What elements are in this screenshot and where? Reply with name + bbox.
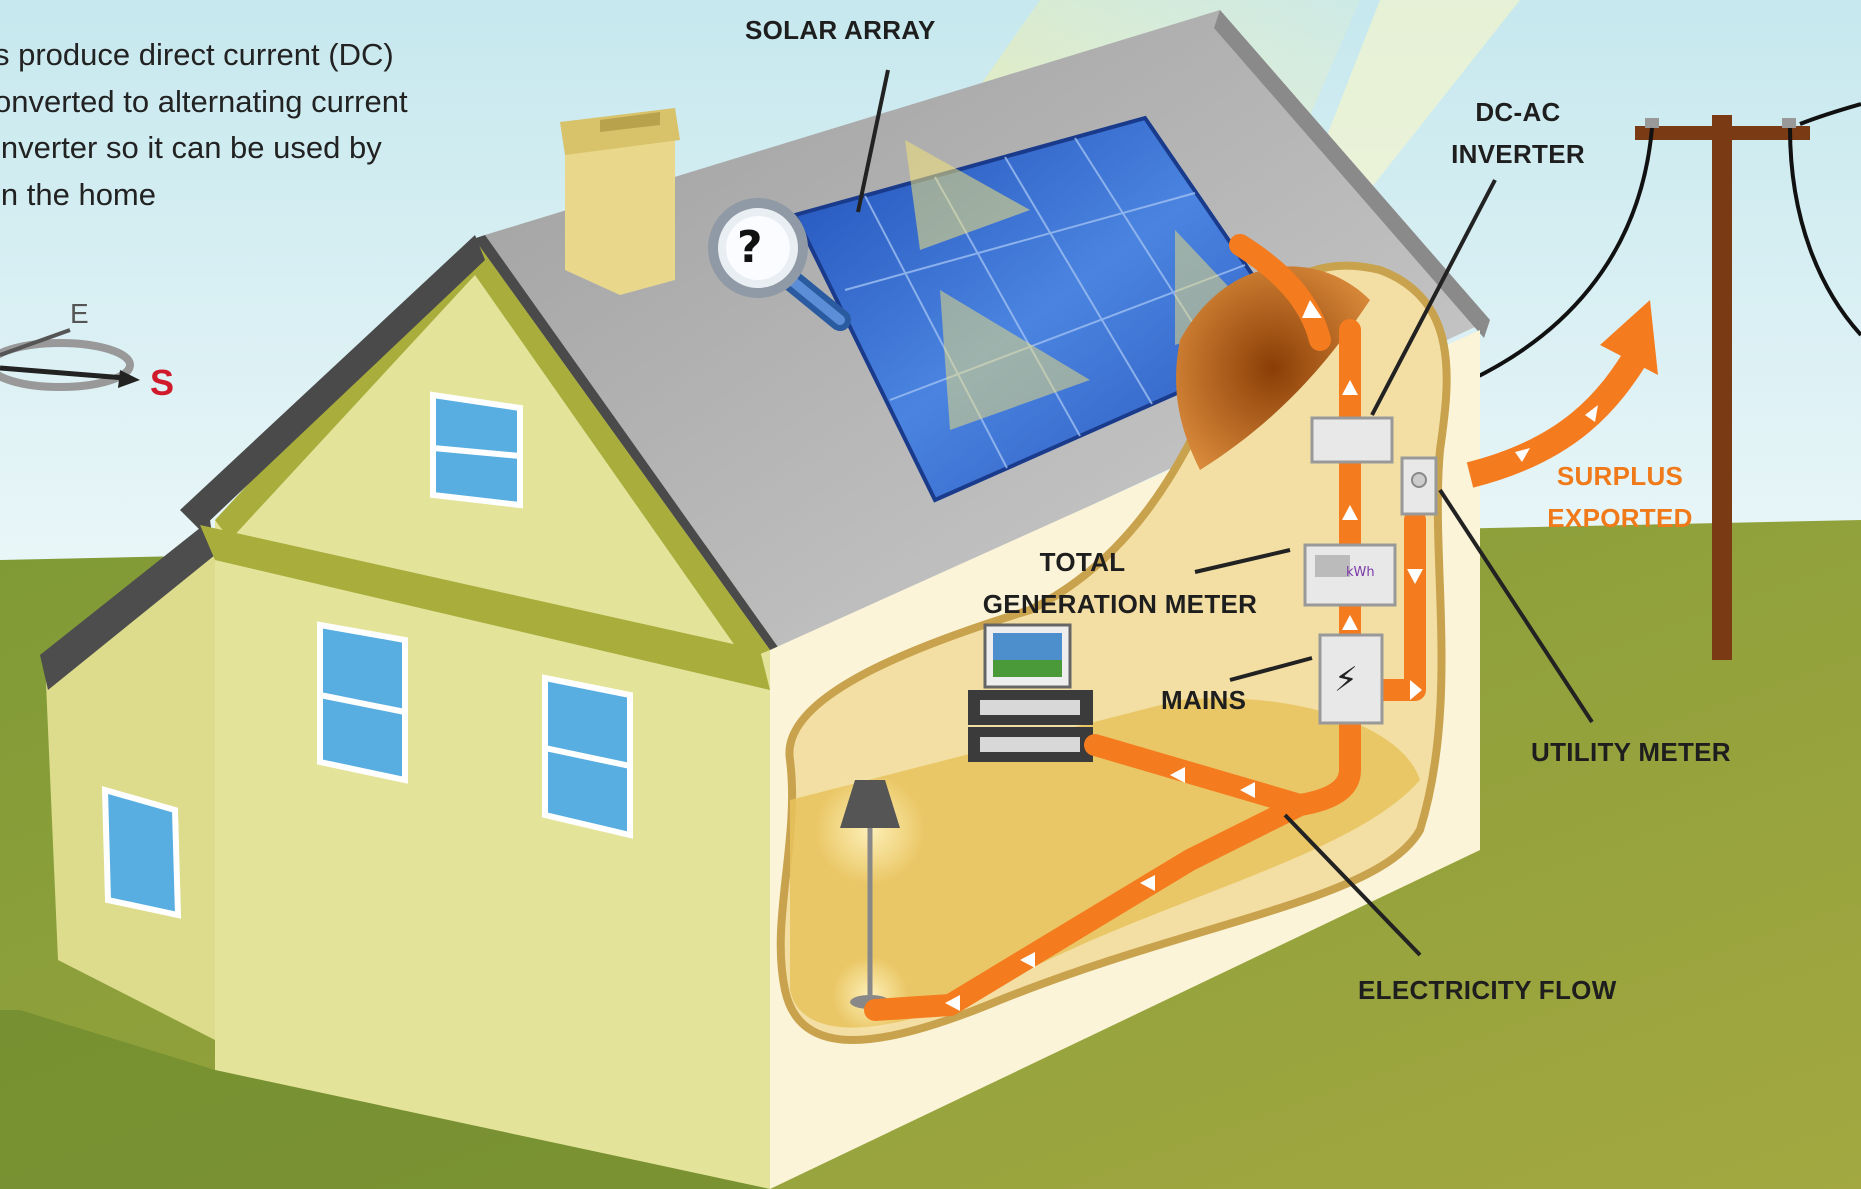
house-front [0, 235, 770, 1189]
inverter-label-line-1: DC-AC [1475, 97, 1561, 127]
computer [968, 623, 1093, 762]
utility-meter-box [1400, 456, 1438, 516]
flow-direction-arrows [945, 300, 1423, 1011]
dc-ac-inverter-box [1310, 416, 1394, 464]
total-generation-meter [1303, 543, 1397, 607]
dc-ac-inverter-label: DC-AC INVERTER [1438, 97, 1598, 170]
intro-line-2: onverted to alternating current [0, 83, 408, 119]
intro-paragraph: s produce direct current (DC) onverted t… [0, 32, 494, 218]
surplus-label-line-2: EXPORTED [1547, 502, 1693, 533]
utility-meter-label: UTILITY METER [1531, 737, 1731, 767]
meter-kwh-display: kWh [1346, 565, 1375, 580]
electricity-flow-label: ELECTRICITY FLOW [1358, 975, 1617, 1005]
inverter-label-line-2: INVERTER [1451, 138, 1585, 169]
chimney [560, 108, 680, 295]
floor-lamp [840, 780, 900, 1009]
magnifier-icon [708, 198, 851, 331]
solar-array-label: SOLAR ARRAY [745, 15, 936, 45]
label-pointer-lines [856, 69, 1594, 957]
compass-icon [0, 328, 140, 391]
intro-line-3: inverter so it can be used by [0, 130, 382, 165]
intro-line-4: in the home [0, 176, 156, 212]
house-side-wing [40, 520, 215, 1040]
mains-box [1318, 633, 1384, 725]
compass-east-label: E [70, 298, 89, 329]
compass-south-label: S [150, 362, 175, 403]
total-meter-label-line-2: GENERATION METER [982, 588, 1258, 619]
total-meter-label-line-1: TOTAL [1039, 547, 1126, 577]
surplus-label-line-1: SURPLUS [1556, 461, 1684, 491]
intro-line-1: s produce direct current (DC) [0, 37, 394, 72]
mains-lightning-icon: ⚡ [1334, 660, 1358, 700]
surplus-export-arrow [1466, 300, 1658, 488]
total-generation-meter-label: TOTAL GENERATION METER [960, 547, 1280, 620]
mains-label: MAINS [1161, 685, 1247, 715]
utility-pole [1459, 102, 1861, 660]
surplus-exported-label: SURPLUS EXPORTED [1530, 461, 1710, 534]
magnifier-question-mark: ? [737, 222, 763, 273]
